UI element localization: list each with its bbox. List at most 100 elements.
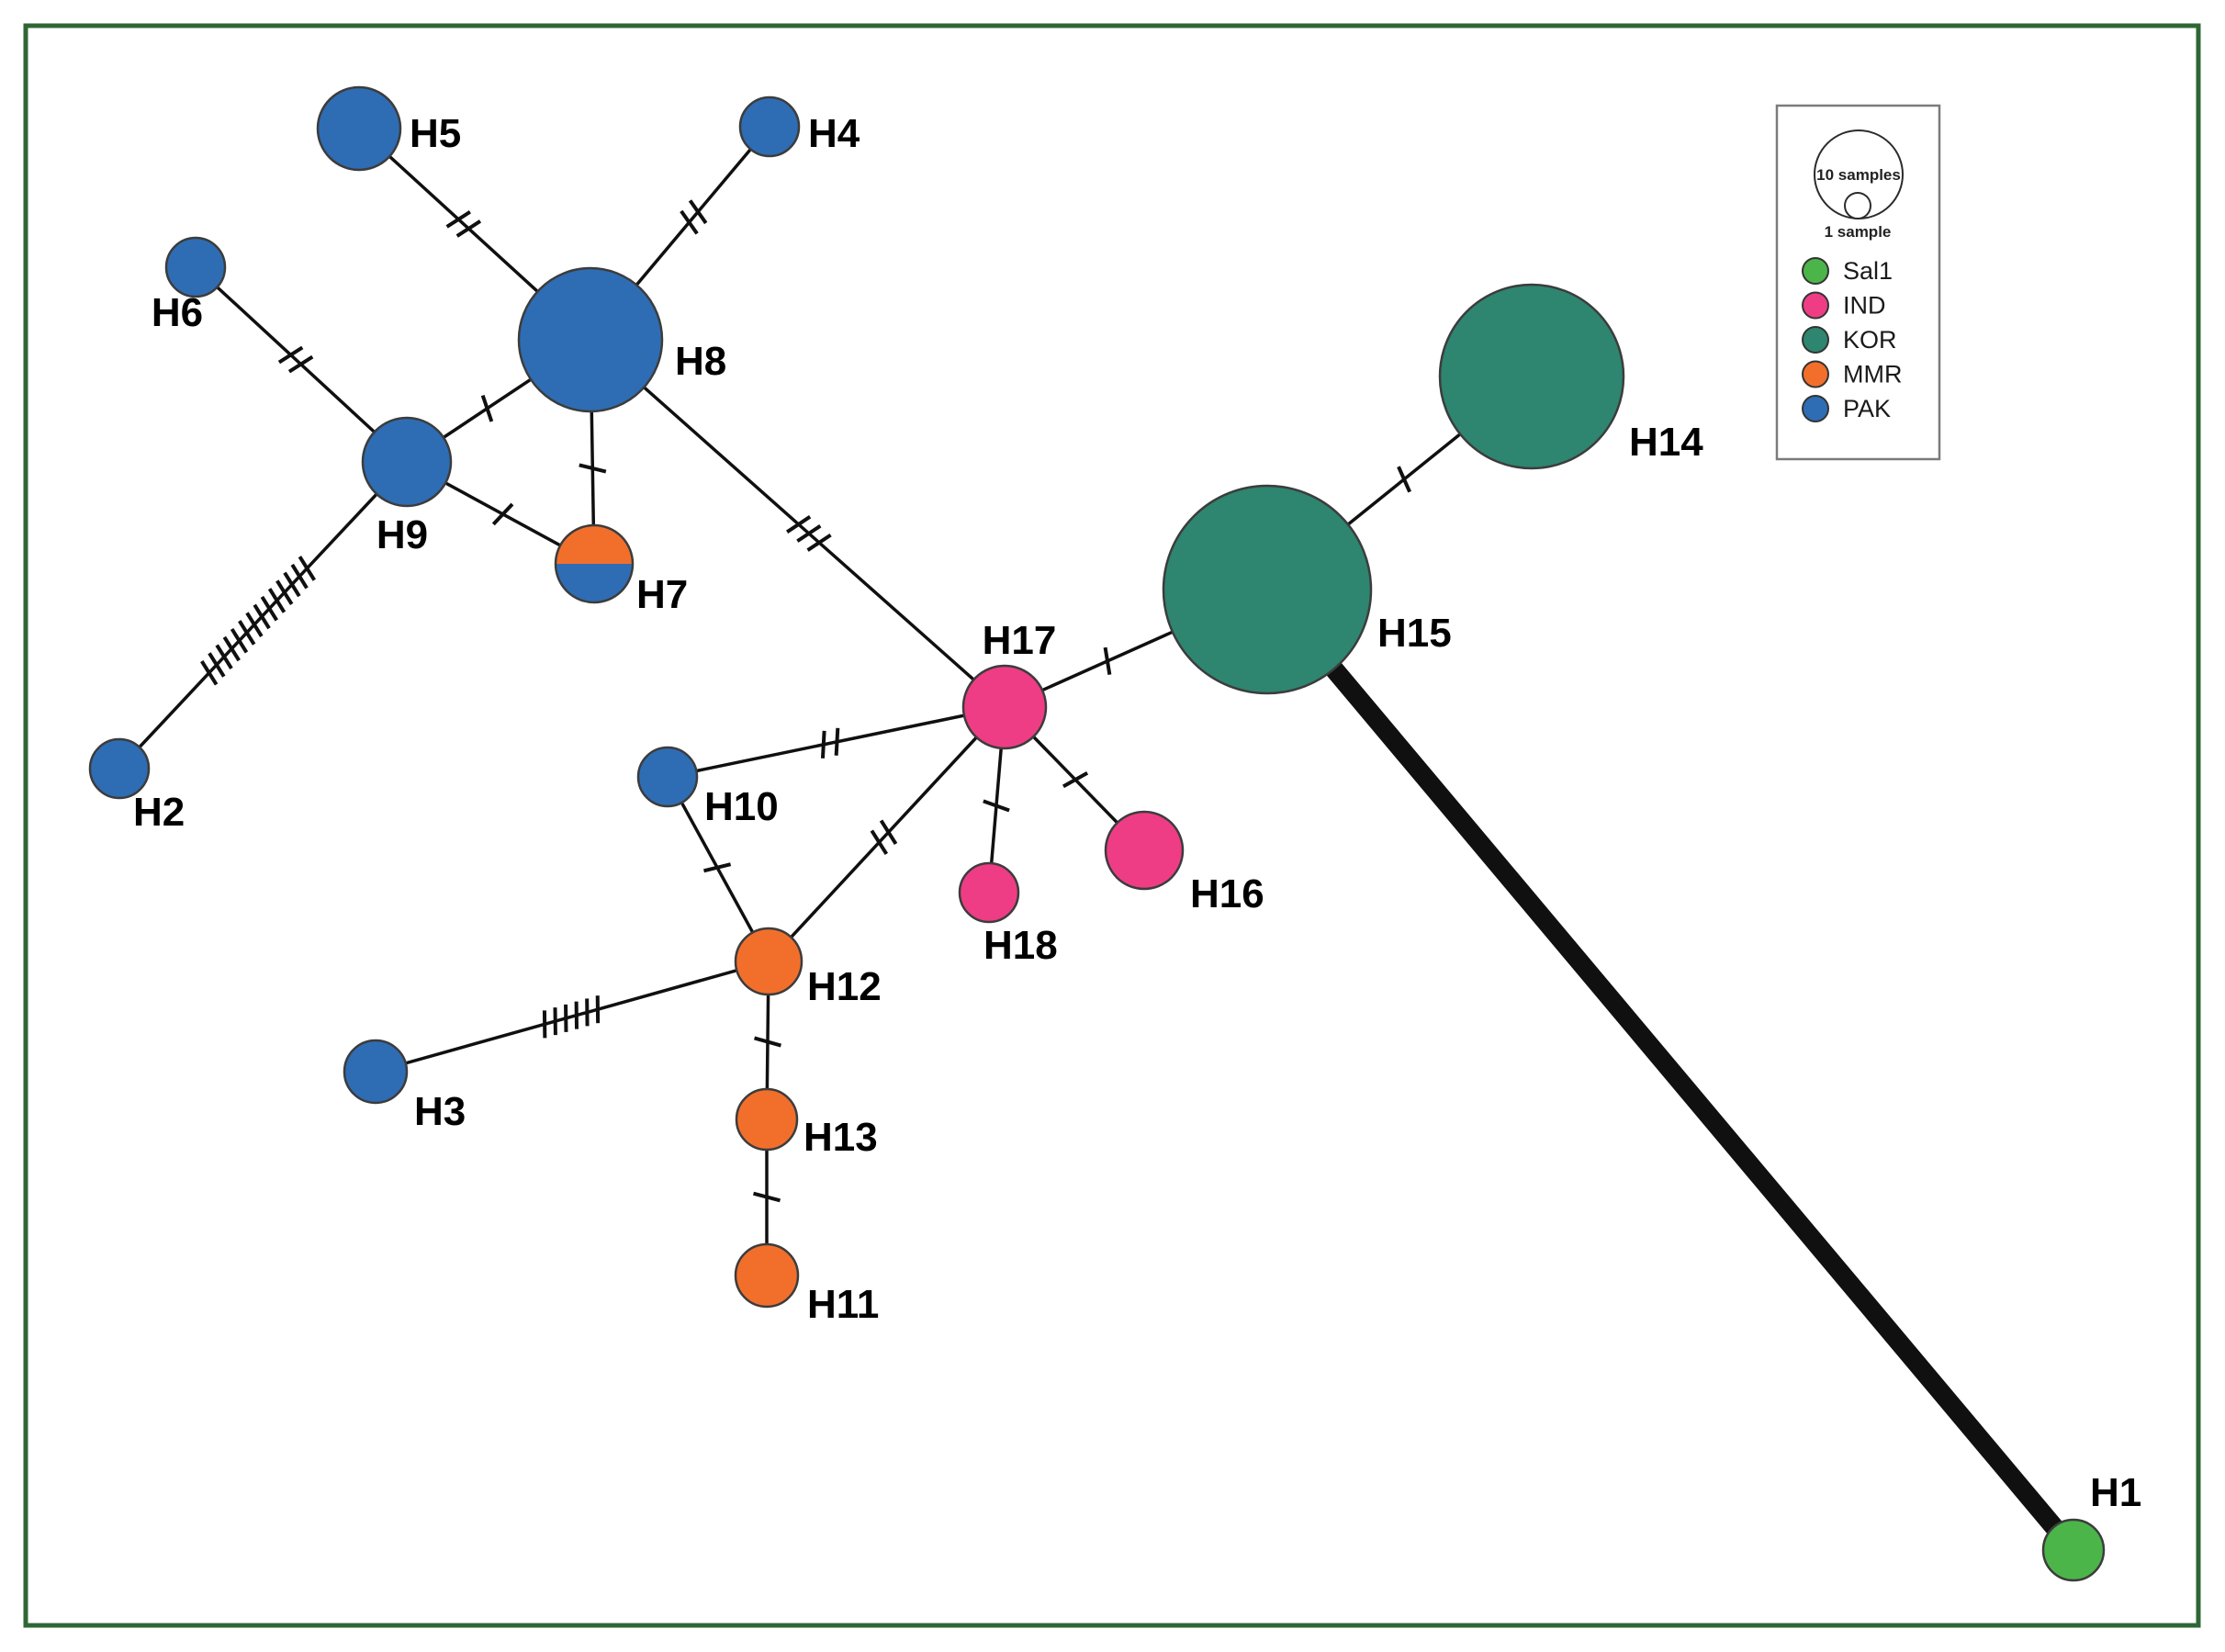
ticks-H17-H16 [1062, 770, 1089, 789]
node-H9 [361, 416, 453, 508]
node-H11 [734, 1242, 800, 1309]
mutation-tick [260, 595, 278, 622]
mutation-tick [480, 394, 494, 422]
node-label-H4: H4 [808, 111, 860, 156]
legend-item-KOR: KOR [1802, 326, 1897, 354]
node-H8 [517, 266, 664, 413]
legend-frame [1775, 104, 1941, 461]
mutation-tick [820, 730, 826, 759]
node-H1 [2041, 1518, 2106, 1582]
legend-swatch-KOR [1802, 326, 1829, 354]
node-label-H2: H2 [133, 790, 185, 835]
legend-item-IND: IND [1802, 291, 1886, 320]
ticks-H8-H7 [579, 463, 607, 474]
ticks-H5-H8 [445, 210, 482, 238]
legend-label-IND: IND [1843, 292, 1886, 320]
nodes-layer [88, 85, 2106, 1582]
node-label-H8: H8 [675, 339, 726, 384]
ticks-H17-H15 [1103, 646, 1112, 676]
mutation-tick [870, 829, 889, 856]
ticks-H17-H12 [870, 819, 898, 856]
mutation-tick [834, 727, 840, 756]
node-H17 [961, 664, 1048, 750]
node-label-H15: H15 [1377, 611, 1452, 656]
node-H16 [1104, 810, 1185, 891]
legend-swatch-PAK [1802, 395, 1829, 422]
mutation-ticks-layer [200, 199, 1411, 1203]
size-key-small-circle [1844, 192, 1871, 219]
node-label-H3: H3 [414, 1089, 466, 1134]
mutation-tick [230, 627, 249, 654]
node-label-H12: H12 [807, 964, 882, 1009]
edge-H17-H12 [767, 705, 1006, 963]
mutation-tick [753, 1036, 781, 1048]
legend-item-Sal1: Sal1 [1802, 257, 1893, 285]
node-H18 [958, 861, 1020, 924]
ticks-H13-H11 [752, 1191, 781, 1203]
legend-label-Sal1: Sal1 [1843, 257, 1893, 285]
mutation-tick [445, 210, 471, 229]
figure-border [23, 23, 2201, 1628]
size-key-small-label: 1 sample [1825, 223, 1892, 241]
node-H7-top-half [556, 525, 633, 564]
mutation-tick [688, 199, 708, 225]
mutation-tick [1062, 770, 1089, 789]
mutation-tick [215, 644, 233, 670]
node-label-H14: H14 [1629, 420, 1703, 465]
mutation-tick [983, 799, 1010, 813]
mutation-tick [879, 819, 898, 846]
mutation-tick [680, 209, 699, 235]
mutation-tick [796, 523, 822, 543]
node-H10 [636, 746, 699, 808]
node-label-H17: H17 [983, 618, 1057, 663]
mutation-tick [253, 603, 271, 630]
mutation-tick [277, 345, 304, 365]
mutation-tick [786, 515, 812, 534]
mutation-tick [275, 579, 294, 605]
mutation-tick [287, 354, 314, 374]
mutation-tick [1397, 466, 1411, 493]
node-label-H9: H9 [376, 512, 428, 557]
size-key-large-label: 10 samples [1816, 166, 1901, 184]
mutation-tick [267, 588, 287, 613]
node-H3 [343, 1039, 409, 1105]
mutation-tick [491, 502, 514, 526]
labels-layer: H1H2H3H4H5H6H7H8H9H10H11H12H13H14H15H16H… [133, 111, 2141, 1515]
mutation-tick [238, 620, 256, 646]
mutation-tick [298, 556, 317, 581]
mutation-tick [200, 659, 219, 686]
mutation-tick [752, 1191, 781, 1203]
node-H13 [735, 1087, 799, 1152]
node-H14 [1438, 283, 1625, 470]
node-H7-outline [554, 523, 635, 604]
node-H4 [738, 96, 801, 158]
node-label-H7: H7 [636, 572, 688, 617]
ticks-H15-H14 [1397, 466, 1411, 493]
node-H15 [1162, 484, 1373, 695]
legend-item-PAK: PAK [1802, 395, 1891, 422]
ticks-H6-H9 [277, 345, 314, 374]
node-H7 [554, 523, 635, 604]
ticks-H8-H9 [480, 394, 494, 422]
node-label-H5: H5 [410, 111, 461, 156]
node-label-H13: H13 [803, 1115, 878, 1160]
mutation-tick [245, 612, 264, 638]
edge-H12-H3 [374, 960, 770, 1073]
legend-swatch-Sal1 [1802, 257, 1829, 285]
mutation-tick [290, 563, 309, 590]
mutation-tick [1103, 646, 1112, 676]
edge-H15-H1 [1257, 579, 2084, 1560]
node-H7-bottom-half [556, 564, 633, 602]
ticks-H12-H3 [542, 995, 601, 1039]
node-label-H10: H10 [704, 784, 779, 829]
node-label-H16: H16 [1190, 871, 1264, 916]
node-label-H18: H18 [983, 923, 1058, 968]
legend-label-PAK: PAK [1843, 395, 1891, 422]
mutation-tick [702, 862, 732, 873]
ticks-H8-H17 [786, 515, 832, 552]
mutation-tick [455, 219, 482, 238]
node-label-H6: H6 [152, 290, 203, 335]
